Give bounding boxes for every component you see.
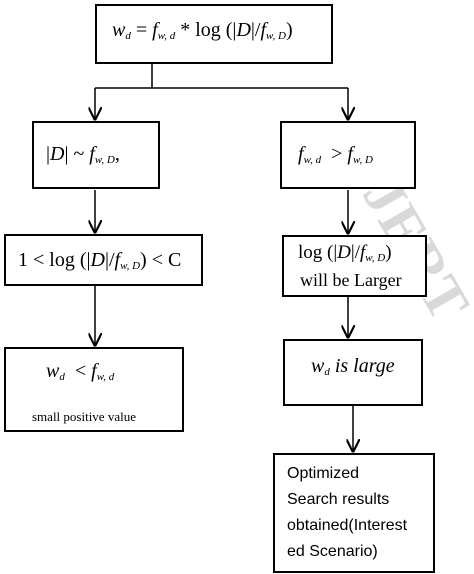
right2-mid: |/ (350, 242, 360, 263)
var-w: w (112, 19, 126, 41)
left2-D: D (90, 249, 105, 271)
left1-tilde: | ~ (64, 143, 85, 165)
right-box-2: log (|D|/fw, D) will be Larger (282, 235, 427, 297)
var-d-sub: d (125, 30, 131, 42)
right-box-4: Optimized Search results obtained(Intere… (273, 453, 435, 573)
right3-w: w (311, 355, 325, 377)
left-box-1: |D| ~ fw, D, (32, 121, 160, 189)
var-f: f (152, 19, 158, 41)
left2-f: f (114, 249, 121, 271)
right1-f2: f (347, 143, 353, 165)
formula-box: wd = fw, d * log (|D|/fw, D) (95, 4, 333, 64)
left1-sub: w, D (94, 154, 115, 166)
right2-line2: will be Larger (300, 270, 402, 290)
left3-f: f (91, 360, 97, 382)
left-box-3: wd < fw, d small positive value (4, 347, 184, 432)
left3-caption: small positive value (32, 409, 136, 424)
right2-D: D (337, 242, 351, 263)
left1-f: f (89, 143, 95, 165)
result-line-4: ed Scenario) (287, 543, 378, 560)
result-line-1: Optimized (287, 465, 360, 482)
log-close: ) (286, 19, 293, 41)
right1-f1: f (298, 143, 304, 165)
right3-sub: d (324, 366, 330, 378)
left2-sub: w, D (120, 260, 141, 272)
right3-rest: is large (334, 355, 395, 377)
right2-pre: log (| (298, 242, 338, 263)
left3-d: d (59, 371, 65, 383)
right2-close: ) (385, 242, 392, 263)
right1-sub1: w, d (303, 154, 322, 166)
left2-pre: 1 < log (| (18, 249, 91, 271)
log-mid: |/ (250, 19, 261, 41)
left3-lt: < (74, 360, 87, 382)
log-open: * log (| (180, 19, 237, 41)
right-box-3: wd is large (283, 339, 423, 406)
right1-gt: > (331, 143, 343, 165)
equals-sign: = (135, 19, 148, 41)
left1-bar: | (46, 143, 51, 165)
left2-post: ) < C (140, 249, 182, 271)
var-D: D (236, 19, 251, 41)
right-box-1: fw, d > fw, D (280, 121, 416, 189)
right1-sub2: w, D (352, 154, 373, 166)
right2-f: f (360, 242, 366, 263)
result-line-3: obtained(Interest (287, 517, 408, 534)
var-f2: f (260, 19, 267, 41)
left1-D: D (50, 143, 65, 165)
var-wd-sub: w, d (157, 30, 176, 42)
var-wD-sub: w, D (266, 30, 286, 42)
left1-comma: , (114, 143, 120, 165)
left-box-2: 1 < log (|D|/fw, D) < C (4, 234, 203, 286)
result-line-2: Search results (287, 491, 390, 508)
right2-sub: w, D (365, 252, 386, 264)
left3-w: w (46, 360, 60, 382)
left3-sub: w, d (96, 371, 115, 383)
left2-mid: |/ (104, 249, 115, 271)
